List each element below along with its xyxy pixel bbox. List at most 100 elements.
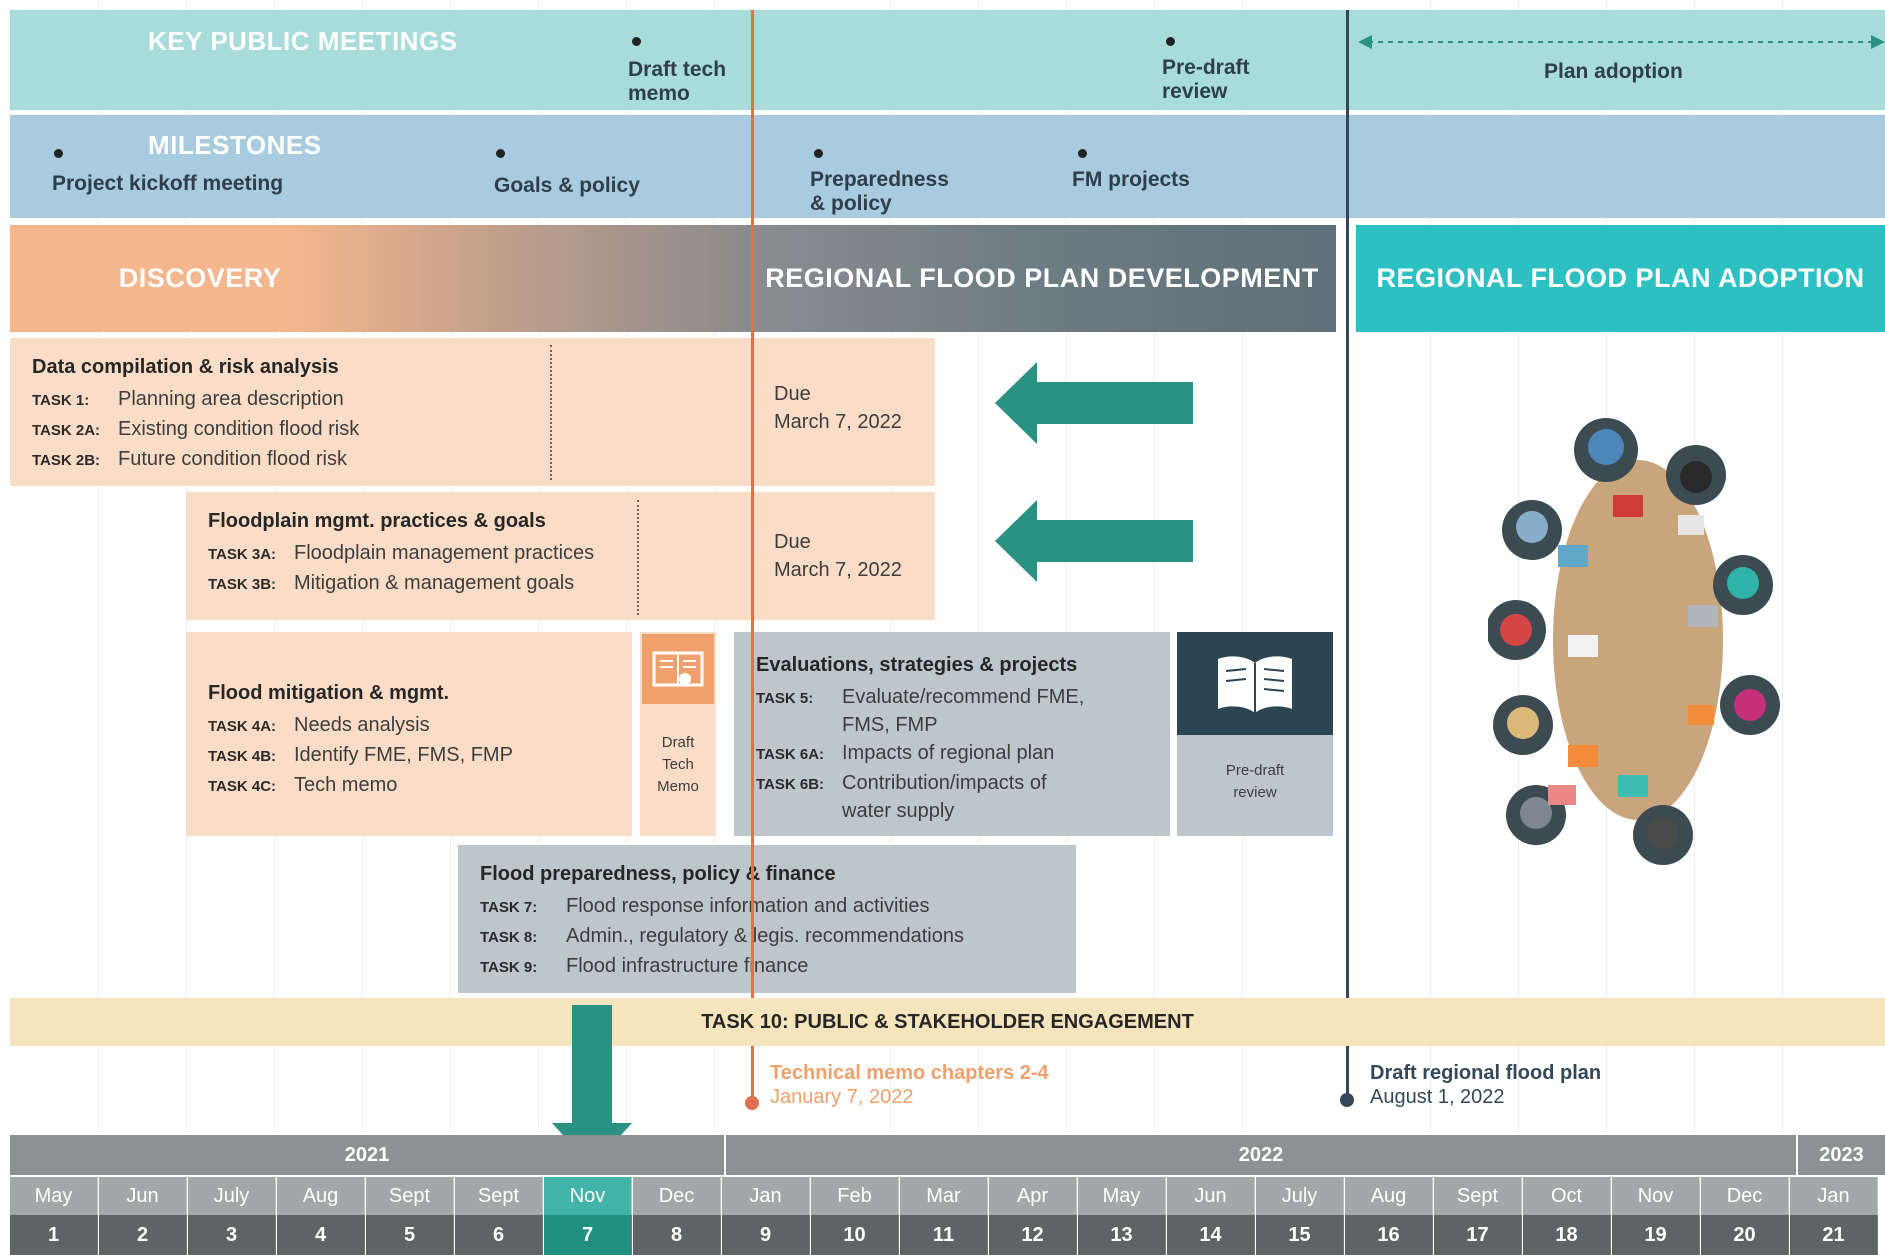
down-arrow-icon bbox=[552, 1005, 632, 1167]
task-row: TASK 5:Evaluate/recommend FME, FMS, FMP bbox=[756, 683, 1170, 739]
task-desc: Contribution/impacts of water supply bbox=[842, 772, 1047, 822]
task-key: TASK 6A: bbox=[756, 746, 825, 763]
task-key: TASK 1: bbox=[32, 392, 90, 409]
timeline-month: Apr bbox=[989, 1177, 1077, 1215]
task-title: Flood preparedness, policy & finance bbox=[480, 863, 836, 885]
milestone-dot bbox=[814, 149, 823, 158]
task-key: TASK 7: bbox=[480, 899, 538, 916]
memo-icon bbox=[642, 634, 714, 704]
dotted-divider bbox=[637, 500, 639, 615]
timeline-month-number: 17 bbox=[1434, 1215, 1522, 1255]
task-desc: Mitigation & management goals bbox=[294, 572, 575, 594]
timeline-month: Feb bbox=[811, 1177, 899, 1215]
phase-development: REGIONAL FLOOD PLAN DEVELOPMENT bbox=[750, 225, 1336, 332]
task-desc: Flood response information and activitie… bbox=[566, 895, 930, 917]
task-desc: Tech memo bbox=[294, 774, 398, 796]
timeline-month: July bbox=[188, 1177, 276, 1215]
timeline-month-number: 4 bbox=[277, 1215, 365, 1255]
milestone-dot bbox=[54, 149, 63, 158]
task-key: TASK 3A: bbox=[208, 546, 277, 563]
timeline-month: Jun bbox=[1167, 1177, 1255, 1215]
task-row: TASK 3A:Floodplain management practices bbox=[208, 539, 935, 569]
timeline-month-number: 2 bbox=[99, 1215, 187, 1255]
tech-memo-deadline-line bbox=[751, 10, 754, 1110]
milestones-title: MILESTONES bbox=[148, 130, 322, 160]
task-box-data-compilation: Data compilation & risk analysis TASK 1:… bbox=[10, 338, 935, 486]
timeline-month-number: 21 bbox=[1790, 1215, 1878, 1255]
phase-discovery-label: DISCOVERY bbox=[118, 263, 282, 293]
milestone-dot bbox=[496, 149, 505, 158]
due-date-data: Due March 7, 2022 bbox=[774, 383, 902, 433]
task-row: TASK 7: Flood response information and ac… bbox=[480, 892, 1076, 922]
pre-draft-review-caption: Pre-draft review bbox=[1225, 762, 1285, 801]
task-desc: Future condition flood risk bbox=[118, 448, 348, 470]
task-desc: Impacts of regional plan bbox=[842, 742, 1055, 764]
task-row: TASK 6A: Impacts of regional plan bbox=[756, 739, 1170, 769]
milestone-fm-projects: FM projects bbox=[1072, 168, 1190, 191]
task-title: Evaluations, strategies & projects bbox=[756, 654, 1078, 676]
timeline-month: Aug bbox=[1345, 1177, 1433, 1215]
milestone-goals-policy: Goals & policy bbox=[494, 174, 640, 197]
draft-tech-memo-card: Draft Tech Memo bbox=[640, 632, 716, 836]
task-key: TASK 2B: bbox=[32, 452, 101, 469]
timeline-month: Aug bbox=[277, 1177, 365, 1215]
task-row: TASK 8:Admin., regulatory & legis. recom… bbox=[480, 922, 1076, 952]
task-row: TASK 4B:Identify FME, FMS, FMP bbox=[208, 741, 632, 771]
timeline-month: May bbox=[10, 1177, 98, 1215]
timeline-year: 2022 bbox=[726, 1135, 1796, 1175]
book-icon bbox=[1177, 632, 1333, 735]
timeline-month-number: 8 bbox=[633, 1215, 721, 1255]
timeline-month-number: 9 bbox=[722, 1215, 810, 1255]
task-box-mitigation: Flood mitigation & mgmt. TASK 4A:Needs a… bbox=[186, 632, 632, 836]
milestone-dot bbox=[1078, 149, 1087, 158]
timeline-year: 2023 bbox=[1798, 1135, 1885, 1175]
meeting-pre-draft-review: Pre-draft review bbox=[1162, 56, 1250, 103]
task-row: TASK 6B:Contribution/impacts of water su… bbox=[756, 769, 1170, 825]
timeline-month: Oct bbox=[1523, 1177, 1611, 1215]
timeline-month-number: 20 bbox=[1701, 1215, 1789, 1255]
task-key: TASK 3B: bbox=[208, 576, 277, 593]
draft-plan-deadline-line bbox=[1346, 10, 1349, 1105]
task-desc: Flood infrastructure finance bbox=[566, 955, 809, 977]
task-row: TASK 9:Flood infrastructure finance bbox=[480, 952, 1076, 982]
timeline-year: 2021 bbox=[10, 1135, 724, 1175]
timeline-month: Dec bbox=[633, 1177, 721, 1215]
phase-discovery: DISCOVERY bbox=[10, 225, 750, 332]
timeline-month-number: 13 bbox=[1078, 1215, 1166, 1255]
timeline-month: Jan bbox=[722, 1177, 810, 1215]
meeting-dot bbox=[1166, 37, 1175, 46]
task-row: TASK 1:Planning area description bbox=[32, 385, 935, 415]
engagement-label: TASK 10: PUBLIC & STAKEHOLDER ENGAGEMENT bbox=[701, 1010, 1194, 1033]
timeline-month: Sept bbox=[455, 1177, 543, 1215]
timeline-month-number: 11 bbox=[900, 1215, 988, 1255]
tech-memo-date: January 7, 2022 bbox=[770, 1086, 914, 1108]
timeline-month-number: 3 bbox=[188, 1215, 276, 1255]
task-row: TASK 2A: Existing condition flood risk bbox=[32, 415, 935, 445]
meeting-table-illustration bbox=[1488, 418, 1780, 865]
task-box-floodplain: Floodplain mgmt. practices & goals TASK … bbox=[186, 492, 935, 620]
task-desc: Needs analysis bbox=[294, 714, 430, 736]
timeline-month: July bbox=[1256, 1177, 1344, 1215]
phase-adoption-label: REGIONAL FLOOD PLAN ADOPTION bbox=[1376, 263, 1865, 293]
task-desc: Existing condition flood risk bbox=[118, 418, 360, 440]
task-key: TASK 4C: bbox=[208, 778, 277, 795]
task-box-evaluations: Evaluations, strategies & projects TASK … bbox=[734, 632, 1170, 836]
timeline-month-number: 14 bbox=[1167, 1215, 1255, 1255]
timeline-month: Mar bbox=[900, 1177, 988, 1215]
task-desc: Identify FME, FMS, FMP bbox=[294, 744, 513, 766]
task-key: TASK 2A: bbox=[32, 422, 101, 439]
tech-memo-dot bbox=[745, 1096, 759, 1110]
timeline-month-number: 6 bbox=[455, 1215, 543, 1255]
timeline-month-number: 16 bbox=[1345, 1215, 1433, 1255]
left-arrow-icon bbox=[995, 500, 1193, 582]
timeline-month: Jun bbox=[99, 1177, 187, 1215]
timeline-month: Nov bbox=[1612, 1177, 1700, 1215]
task-title: Floodplain mgmt. practices & goals bbox=[208, 510, 546, 532]
draft-tech-memo-caption: Draft Tech Memo bbox=[657, 734, 699, 795]
draft-plan-title: Draft regional flood plan bbox=[1370, 1062, 1602, 1084]
timeline-month: Jan bbox=[1790, 1177, 1878, 1215]
key-public-meetings-band bbox=[10, 10, 1885, 110]
task-row: TASK 4C: Tech memo bbox=[208, 771, 632, 801]
timeline-month-number: 5 bbox=[366, 1215, 454, 1255]
timeline-month-number: 10 bbox=[811, 1215, 899, 1255]
